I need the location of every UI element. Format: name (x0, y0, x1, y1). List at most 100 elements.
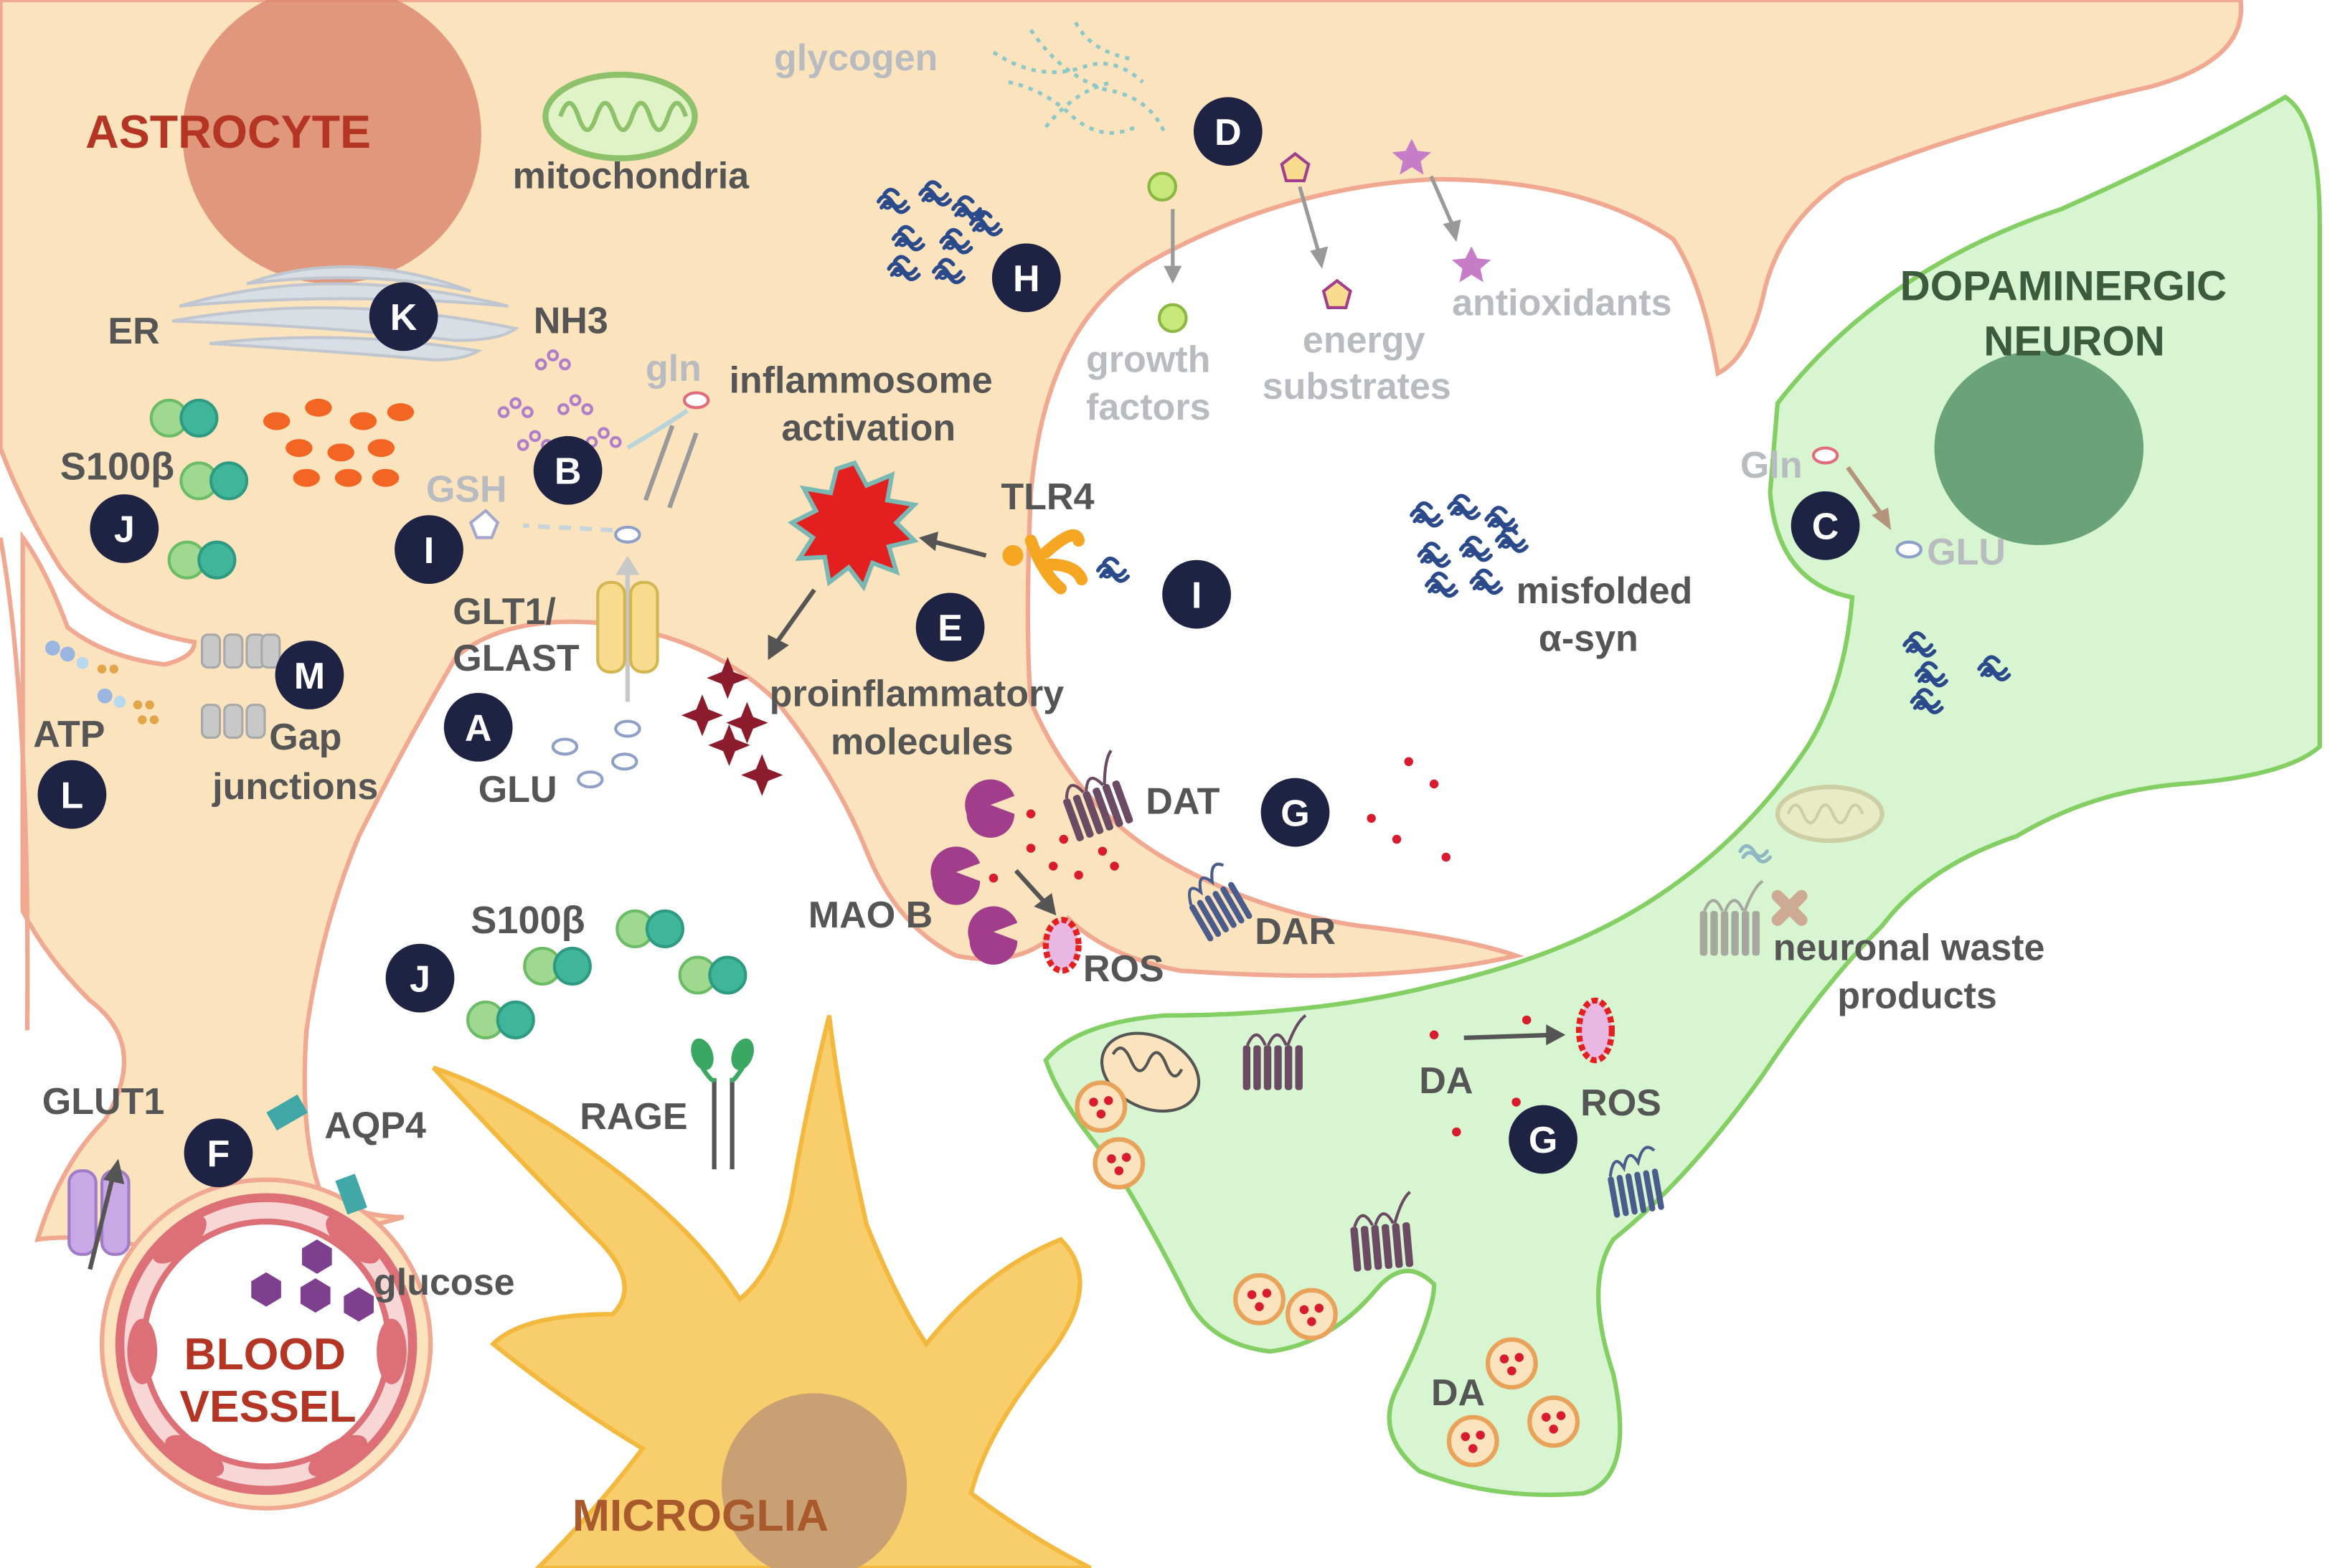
gap-junction-icon (200, 633, 281, 740)
growth-label-line1: growth (1086, 339, 1210, 380)
neuron-nucleus (1934, 351, 2144, 545)
badge-e: E (915, 592, 985, 662)
gln-neuron-label: Gln (1740, 445, 1803, 486)
svg-text:H: H (1013, 258, 1040, 300)
waste-label-line2: products (1837, 975, 1997, 1016)
gln-molecule-icon (682, 391, 710, 410)
ros-neuron-icon (1575, 997, 1615, 1064)
tlr4-to-inflammasome-arrow-icon (928, 538, 987, 558)
svg-text:I: I (424, 530, 434, 572)
glucose-label: glucose (374, 1262, 515, 1303)
energy-label-line2: substrates (1263, 366, 1451, 407)
gap-label-line2: junctions (212, 766, 378, 808)
atp-label: ATP (33, 714, 105, 755)
proinflammatory-label-line1: proinflammatory (770, 674, 1065, 715)
atp-molecules-icon (44, 641, 159, 724)
inflammasome-to-molecules-arrow-icon (775, 588, 816, 644)
mitochondria-icon (542, 71, 698, 161)
vessel-title-line1: BLOOD (184, 1329, 346, 1379)
dat-label: DAT (1146, 781, 1220, 823)
energy-label-line1: energy (1303, 319, 1425, 361)
gln-label: gln (646, 348, 702, 389)
tlr4-anchor-icon (1002, 544, 1024, 567)
glut1-arrow-icon (88, 1171, 116, 1270)
tlr4-icon (1024, 529, 1088, 595)
maob-label: MAO B (808, 894, 933, 936)
svg-text:D: D (1214, 112, 1242, 154)
rage-receptor-icon (712, 1078, 735, 1170)
glu-neuron-label: GLU (1927, 532, 2006, 573)
vessel-title-line2: VESSEL (179, 1382, 356, 1432)
ros-neuron-label: ROS (1580, 1082, 1661, 1124)
gsh-label: GSH (426, 469, 507, 511)
svg-text:G: G (1529, 1120, 1557, 1161)
glucose-icon (251, 1239, 374, 1322)
inflammasome-icon (787, 460, 920, 592)
glast-label: GLAST (453, 638, 580, 679)
proinflammatory-label-line2: molecules (831, 721, 1014, 762)
svg-text:A: A (465, 708, 492, 750)
growth-label-line2: factors (1086, 387, 1211, 428)
astrocyte-nucleus (182, 0, 481, 284)
waste-receptor-icon (1700, 881, 1808, 955)
glu-molecules-icon (551, 719, 641, 789)
badge-m: M (275, 641, 344, 709)
glycogen-label: glycogen (774, 37, 938, 79)
glycogen-icon (992, 22, 1167, 136)
waste-label-line1: neuronal waste (1773, 927, 2045, 969)
gln-neuron-icon (1811, 446, 1839, 465)
aqp4-icon-2 (335, 1173, 367, 1215)
orange-granules (263, 398, 415, 487)
badge-j-2: J (385, 943, 455, 1013)
proinflammatory-molecules-icon (681, 657, 783, 796)
microglia-title: MICROGLIA (572, 1491, 829, 1541)
badge-a: A (443, 693, 513, 762)
badge-j-1: J (90, 494, 159, 563)
svg-text:C: C (1812, 506, 1839, 548)
aqp4-label: AQP4 (324, 1105, 426, 1146)
tlr4-label: TLR4 (1001, 476, 1094, 518)
misfolded-label-line2: α-syn (1539, 618, 1638, 660)
glut1-label: GLUT1 (42, 1081, 165, 1123)
gsh-icon (468, 509, 500, 539)
gap-label-line1: Gap (269, 717, 341, 758)
badge-k: K (369, 282, 438, 351)
alpha-syn-tlr4-icon (1098, 559, 1128, 581)
da-lower-label: DA (1431, 1372, 1485, 1414)
inflammosome-label-line1: inflammosome (729, 360, 992, 402)
microglia-cell (431, 1014, 1092, 1568)
glu-molecule-icon (614, 525, 641, 544)
mitochondria-label: mitochondria (513, 155, 750, 197)
glt1-label: GLT1/ (453, 591, 556, 633)
mao-to-ros-arrow-icon (1014, 869, 1048, 905)
svg-text:B: B (555, 451, 582, 493)
glu-neuron-icon (1895, 540, 1923, 559)
ros-icon (1042, 917, 1082, 974)
badge-c: C (1791, 491, 1860, 560)
gln-to-glu-arrow-icon (1846, 466, 1884, 517)
antioxidants-label: antioxidants (1452, 282, 1671, 323)
svg-text:J: J (410, 958, 430, 1000)
svg-text:E: E (938, 608, 963, 649)
badge-g-2: G (1509, 1105, 1577, 1174)
microglia-nucleus (722, 1393, 907, 1568)
da-label: DA (1419, 1060, 1473, 1102)
inflammosome-label-line2: activation (781, 407, 956, 449)
astrocyte-cell (0, 0, 2244, 1257)
svg-text:G: G (1280, 793, 1309, 834)
dopamine-dots-icon (989, 757, 1532, 1137)
badge-i-2: I (1162, 559, 1231, 629)
svg-text:M: M (294, 656, 325, 697)
rage-label: RAGE (580, 1096, 687, 1138)
s100b-label: S100β (60, 445, 174, 488)
svg-text:L: L (61, 775, 84, 816)
astrocyte-title: ASTROCYTE (85, 106, 371, 158)
neuron-mitochondria-icon-2 (1100, 1031, 1201, 1113)
badge-b: B (533, 435, 603, 505)
energy-substrate-icon (1280, 151, 1352, 309)
equilibrium-arrows-icon (643, 425, 699, 509)
badge-d: D (1193, 97, 1263, 166)
nh3-label: NH3 (534, 300, 608, 341)
growth-factor-icon (1147, 171, 1188, 334)
aqp4-icon (266, 1094, 308, 1131)
